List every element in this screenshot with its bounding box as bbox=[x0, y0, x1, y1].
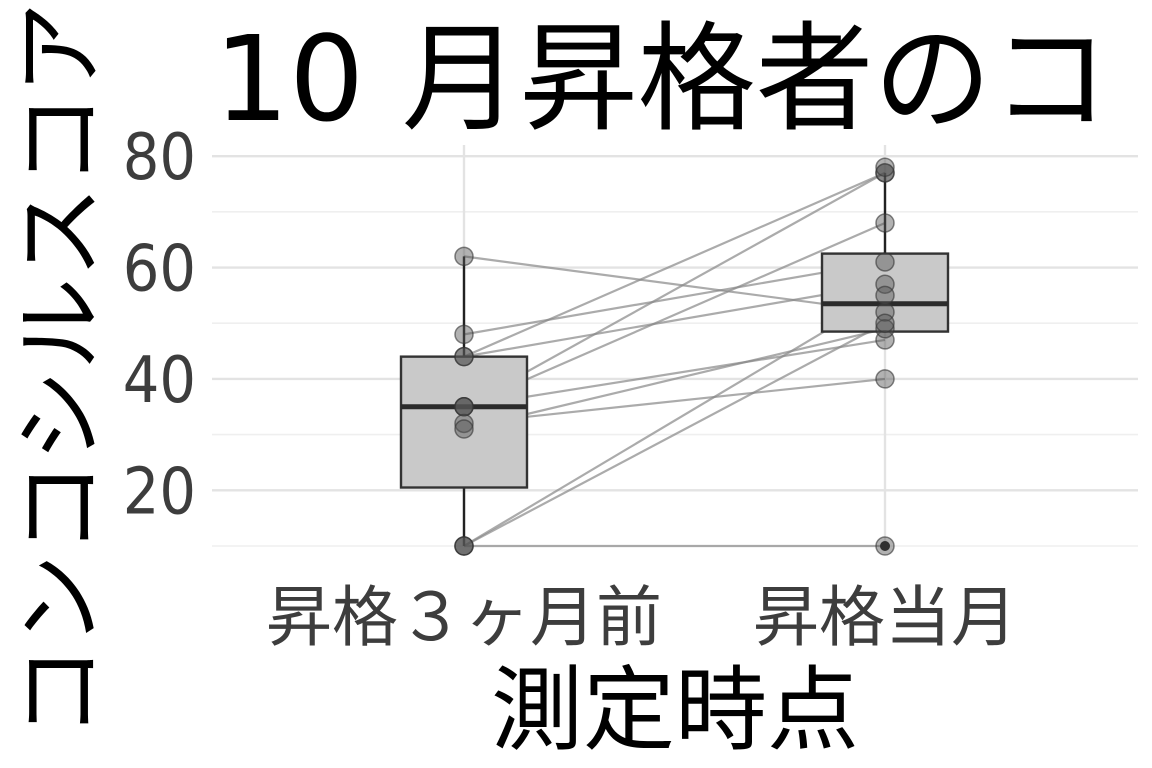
data-point bbox=[875, 274, 895, 294]
pair-line bbox=[463, 171, 886, 358]
pair-line bbox=[463, 255, 886, 314]
data-point bbox=[875, 536, 895, 556]
pair-line bbox=[463, 171, 886, 408]
data-point bbox=[875, 213, 895, 233]
x-tick-label: 昇格３ヶ月前 bbox=[266, 579, 662, 656]
data-point bbox=[875, 163, 895, 183]
x-tick-label: 昇格当月 bbox=[753, 579, 1017, 656]
data-points bbox=[454, 157, 895, 556]
paired-lines bbox=[463, 171, 886, 548]
y-tick-label: 20 bbox=[123, 455, 196, 529]
data-point bbox=[875, 252, 895, 272]
data-point bbox=[454, 536, 474, 556]
pair-line bbox=[463, 377, 886, 425]
pair-line bbox=[463, 221, 886, 408]
x-tick-labels: 昇格３ヶ月前 昇格当月 bbox=[266, 579, 1017, 656]
y-tick-label: 40 bbox=[123, 344, 196, 418]
data-point bbox=[875, 157, 895, 178]
box bbox=[399, 355, 529, 489]
data-point bbox=[454, 397, 474, 417]
boxplots bbox=[399, 172, 950, 551]
y-tick-label: 60 bbox=[123, 233, 196, 307]
box bbox=[820, 252, 950, 333]
data-point bbox=[454, 419, 474, 439]
pair-line bbox=[463, 260, 886, 336]
data-point bbox=[875, 302, 895, 322]
y-axis-title: コンコシルスコア bbox=[7, 2, 114, 738]
chart-title: 10 月昇格者のコ bbox=[214, 10, 1110, 148]
data-point bbox=[875, 330, 895, 350]
y-tick-label: 80 bbox=[123, 121, 196, 195]
data-point bbox=[454, 413, 474, 434]
data-point bbox=[875, 313, 895, 333]
y-tick-labels: 20 40 60 80 bbox=[123, 121, 196, 529]
data-point bbox=[454, 346, 474, 367]
data-point bbox=[875, 285, 895, 306]
pair-line bbox=[463, 283, 886, 358]
pair-line bbox=[463, 327, 886, 431]
data-point bbox=[454, 246, 474, 267]
pair-line bbox=[463, 338, 886, 408]
grid bbox=[212, 145, 1138, 547]
pair-line bbox=[463, 294, 886, 547]
outlier-point bbox=[880, 541, 890, 551]
data-point bbox=[454, 324, 474, 345]
data-point bbox=[875, 319, 895, 339]
pair-line bbox=[463, 322, 886, 547]
data-point bbox=[875, 369, 895, 389]
x-axis-title: 測定時点 bbox=[491, 657, 859, 764]
